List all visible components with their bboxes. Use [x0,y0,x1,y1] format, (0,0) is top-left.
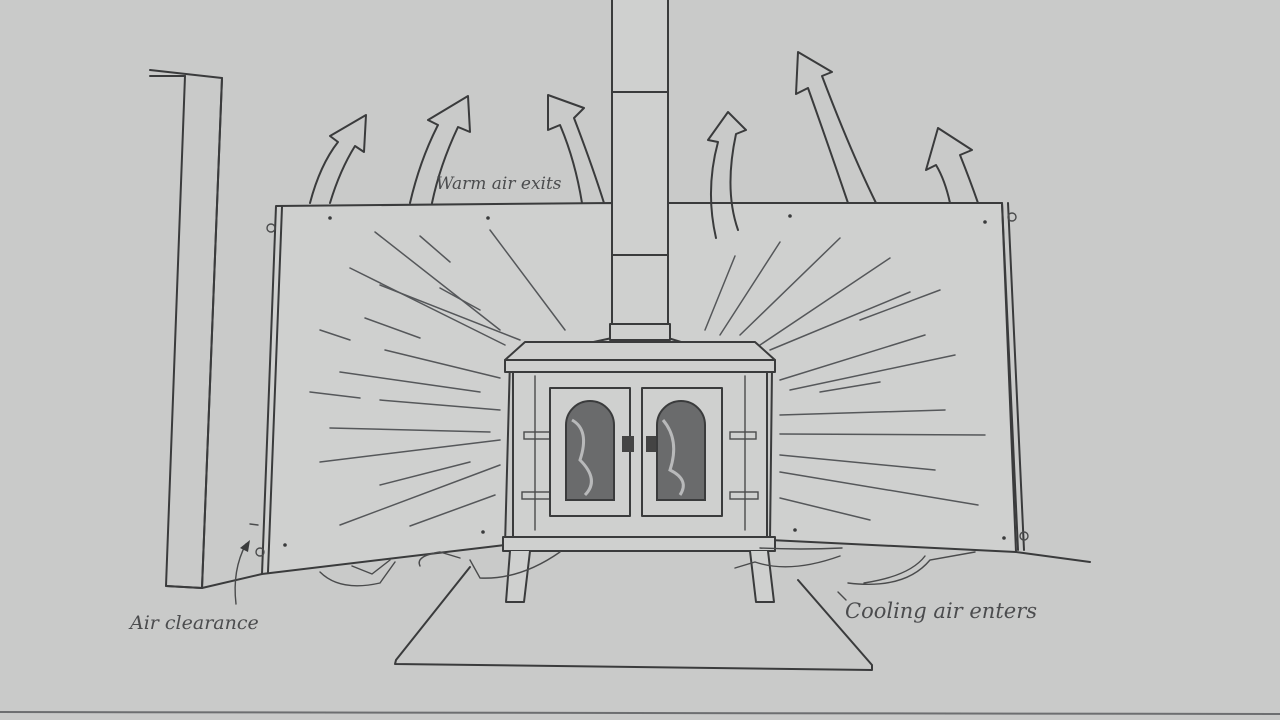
stove-doors [549,387,723,517]
cooling-leader-line [837,591,847,601]
right-heat-shield [667,202,1091,563]
floor-pad [394,566,873,671]
cooling-air-arrows [319,547,976,587]
heat-rays-right [704,237,986,521]
warm-air-arrows [309,51,979,239]
heat-rays-left [309,229,566,527]
air-clearance-label: Air clearance [130,612,259,634]
cooling-air-enters-label: Cooling air enters [845,599,1038,623]
stove-pipe [609,0,671,341]
wood-stove [502,341,776,603]
right-door-window [656,400,706,501]
wall [149,69,263,589]
air-clearance-pointer [234,523,259,605]
warm-air-exits-label: Warm air exits [436,174,562,194]
page-edge-line [0,711,1280,715]
